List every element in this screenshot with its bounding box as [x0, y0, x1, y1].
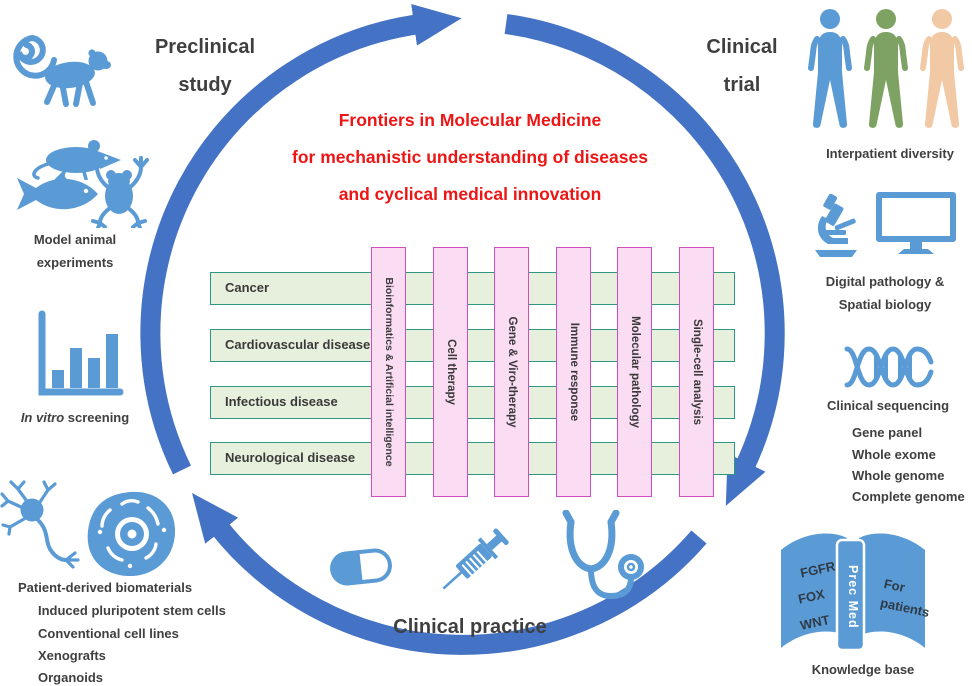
figure-title-line2: for mechanistic understanding of disease…: [292, 147, 648, 167]
digital-pathology-line2: Spatial biology: [838, 297, 932, 312]
in-vitro-italic: In vitro: [20, 410, 65, 425]
biomaterials-title: Patient-derived biomaterials: [18, 580, 193, 595]
preclinical-header-line2: study: [178, 74, 232, 96]
tech-column-label: Immune response: [567, 322, 580, 422]
disease-row-label: Neurological disease: [225, 450, 356, 465]
clinical-practice-header: Clinical practice: [393, 616, 547, 638]
tech-column-molecular-pathology: Molecular pathology: [617, 247, 652, 497]
digital-pathology-line1: Digital pathology &: [825, 274, 945, 289]
arc-left-top: [140, 4, 462, 475]
syringe-icon: [442, 528, 509, 590]
dna-icon: [844, 346, 934, 388]
frog-icon: [89, 156, 149, 228]
monitor-icon: [876, 192, 956, 254]
biomaterials-item-ipsc: Induced pluripotent stem cells: [38, 603, 226, 618]
figure-title-line1: Frontiers in Molecular Medicine: [338, 110, 602, 130]
tech-column-label: Cell therapy: [444, 339, 457, 405]
fish-icon: [17, 172, 98, 210]
tech-column-single-cell: Single-cell analysis: [679, 247, 714, 497]
interpatient-diversity-label: Interpatient diversity: [826, 146, 954, 161]
sequencing-item-whole-genome: Whole genome: [852, 468, 945, 483]
person-green-icon: [864, 9, 908, 128]
figure-title: Frontiers in Molecular Medicine for mech…: [260, 102, 680, 213]
arc-bottom: [191, 493, 707, 655]
preclinical-study-header: Preclinical study: [130, 28, 280, 104]
sequencing-item-whole-exome: Whole exome: [852, 447, 936, 462]
model-animal-line1: Model animal: [33, 232, 117, 247]
disease-row-infectious: Infectious disease: [210, 386, 735, 419]
in-vitro-rest: screening: [64, 410, 130, 425]
clinical-trial-line1: Clinical: [706, 36, 778, 58]
model-animal-line2: experiments: [36, 255, 114, 270]
preclinical-header-line1: Preclinical: [154, 36, 256, 58]
disease-row-label: Infectious disease: [225, 394, 338, 409]
digital-pathology-label: Digital pathology & Spatial biology: [795, 270, 972, 316]
knowledge-book-icon: [781, 524, 925, 652]
tech-column-label: Bioinformatics & Artificial intelligence: [382, 277, 395, 467]
clinical-trial-line2: trial: [723, 74, 761, 96]
tech-column-label: Single-cell analysis: [690, 318, 703, 426]
biomaterials-item-xenografts: Xenografts: [38, 648, 106, 663]
microscope-icon: [815, 194, 857, 257]
pill-icon: [330, 548, 392, 586]
biomaterials-item-cell-lines: Conventional cell lines: [38, 626, 179, 641]
cell-icon: [87, 491, 176, 577]
book-spine-label: Prec Med: [846, 565, 860, 629]
disease-row-cardiovascular: Cardiovascular disease: [210, 329, 735, 362]
clinical-sequencing-label: Clinical sequencing: [826, 398, 950, 413]
knowledge-base-caption: Knowledge base: [811, 662, 915, 677]
tech-column-gene-virotherapy: Gene & Viro-therapy: [494, 247, 529, 497]
model-animal-label: Model animal experiments: [5, 228, 145, 274]
tech-column-label: Gene & Viro-therapy: [505, 316, 518, 428]
person-blue-icon: [808, 9, 852, 128]
biomaterials-item-organoids: Organoids: [38, 670, 104, 685]
disease-row-neurological: Neurological disease: [210, 442, 735, 475]
disease-row-cancer: Cancer: [210, 272, 735, 305]
tech-column-cell-therapy: Cell therapy: [433, 247, 468, 497]
figure-title-line3: and cyclical medical innovation: [338, 184, 602, 204]
in-vitro-label: In vitro screening: [0, 406, 150, 429]
neuron-icon: [0, 480, 80, 569]
bar-chart-icon: [38, 310, 124, 396]
clinical-trial-header: Clinical trial: [682, 28, 802, 104]
arc-top-right: [504, 14, 785, 506]
disease-row-label: Cancer: [225, 280, 270, 295]
tech-column-immune-response: Immune response: [556, 247, 591, 497]
disease-row-label: Cardiovascular disease: [225, 337, 371, 352]
tech-column-bioinformatics: Bioinformatics & Artificial intelligence: [371, 247, 406, 497]
tech-column-label: Molecular pathology: [628, 316, 641, 428]
sequencing-item-gene-panel: Gene panel: [852, 425, 923, 440]
monkey-icon: [13, 34, 111, 107]
sequencing-item-complete-genome: Complete genome: [852, 489, 965, 504]
stethoscope-icon: [562, 510, 644, 600]
person-tan-icon: [920, 9, 964, 128]
